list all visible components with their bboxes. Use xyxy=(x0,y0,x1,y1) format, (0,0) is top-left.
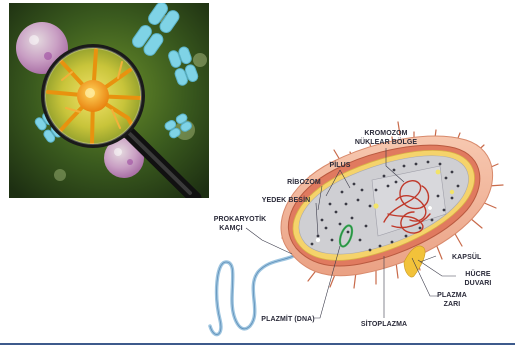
bottom-rule xyxy=(0,343,515,345)
magnifier-lens xyxy=(41,44,145,148)
label-flagellum-line1: PROKARYOTİK xyxy=(214,215,267,223)
label-pilus: PİLUS xyxy=(329,161,350,169)
label-membrane-line2: ZARI xyxy=(444,301,461,308)
label-cytoplasm: SİTOPLAZMA xyxy=(361,320,407,328)
label-plasmid: PLAZMİT (DNA) xyxy=(261,315,314,323)
bacteria-diagram: KROMOZOM NÜKLEAR BÖLGE PİLUS RİBOZOM YED… xyxy=(210,122,503,335)
label-cellwall-line1: HÜCRE xyxy=(465,269,491,278)
label-flagellum-line2: KAMÇI xyxy=(219,225,242,232)
label-membrane-line1: PLAZMA xyxy=(437,292,467,299)
microscope-photo xyxy=(9,0,209,198)
label-storage: YEDEK BESİN xyxy=(262,196,311,204)
label-cellwall-line2: DUVARI xyxy=(465,280,492,287)
label-chromosome-line1: KROMOZOM xyxy=(364,130,407,137)
label-ribosome: RİBOZOM xyxy=(287,178,321,186)
label-chromosome-line2: NÜKLEAR BÖLGE xyxy=(355,137,418,146)
label-capsule: KAPSÜL xyxy=(452,252,482,261)
